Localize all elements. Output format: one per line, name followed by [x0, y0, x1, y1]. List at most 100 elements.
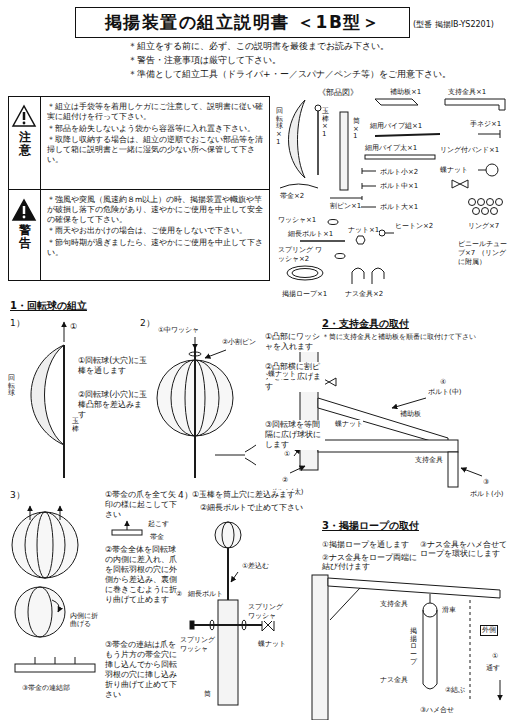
- callout-text: 細用パイプ組×1: [370, 122, 422, 131]
- warning-icon-part: [23, 216, 26, 219]
- title-box: 掲揚装置の組立説明書 ＜1B型＞: [75, 7, 410, 38]
- callout-text: 補助板: [400, 410, 421, 419]
- callout-text: ボルト(小): [470, 490, 503, 499]
- callout-text: ②: [176, 590, 182, 599]
- bracket-illustration-part: [392, 398, 426, 408]
- callout-text: ボルト大×1: [380, 203, 418, 212]
- step1-illustration: [31, 322, 64, 478]
- parts-illustration-part: [372, 268, 384, 284]
- callout-text: ①凸部にワッシャを入れます: [265, 332, 325, 352]
- callout-text: ①掲揚ロープを通します: [322, 540, 409, 549]
- callout-text: 滑車: [442, 606, 456, 615]
- step2-illustration-part: [195, 337, 196, 349]
- parts-illustration-part: [362, 168, 376, 174]
- callout-text: 支持金具: [380, 600, 408, 609]
- warning-icon: [13, 200, 35, 220]
- band-illustration-part: [15, 587, 65, 637]
- callout-text: 起こす: [148, 520, 169, 528]
- warning-icon-part: [13, 200, 35, 220]
- illustration-part: [12, 99, 505, 720]
- callout-text: 通す: [486, 664, 500, 673]
- step2-illustration: [157, 337, 256, 478]
- parts-illustration-part: [486, 164, 498, 176]
- callout-text: ①: [70, 322, 77, 332]
- step2-illustration-part: [194, 345, 196, 478]
- parts-illustration-part: [478, 170, 486, 171]
- bracket-illustration-part: [318, 440, 458, 452]
- callout-text: ナット×1: [348, 226, 379, 235]
- callout-text: ボルト(中): [428, 388, 461, 397]
- callout-text: 蝶ナット: [440, 166, 468, 175]
- parts-illustration-part: [362, 183, 376, 189]
- notice-text: ＊取降し収納する場合は、組立の逆順でおこない部品等を清掃して箱に説明書と一緒に湿…: [47, 135, 264, 164]
- rope-illustration-part: [423, 675, 437, 689]
- step1-illustration-part: [64, 322, 65, 342]
- callout-text: ②帯金全体を回転球の内側に差入れ、爪を回転羽根の穴に外側から差込み、裏側に巻きこ…: [105, 545, 177, 605]
- callout-text: ＊組立をする前に、必ず、この説明書を最後までお読み下さい。: [128, 41, 389, 52]
- rope-illustration-part: [437, 610, 438, 675]
- callout-text: ④: [440, 378, 446, 387]
- callout-text: 内側に折曲げる: [70, 612, 100, 628]
- callout-text: スプリング ワッシャ: [180, 636, 217, 654]
- step2-illustration-part: [189, 352, 201, 356]
- callout-text: ＊警告・注意事項は厳守して下さい。: [128, 55, 281, 66]
- callout-text: ①中ワッシャ: [158, 326, 199, 335]
- band-illustration-part: [60, 506, 61, 520]
- callout-text: 1）: [10, 318, 25, 329]
- heading-column: 警告: [9, 190, 41, 280]
- callout-text: ビニールチューブ×7 （リングに附属）: [458, 240, 510, 266]
- parts-illustration-part: [330, 196, 362, 200]
- callout-text: 手ネジ×1: [470, 120, 501, 129]
- rod-tube-illustration-part: [215, 522, 241, 548]
- callout-text: 筒: [204, 690, 211, 699]
- rod-tube-illustration-part: [218, 600, 238, 705]
- parts-illustration-part: [287, 266, 323, 280]
- rod-tube-illustration-part: [210, 620, 214, 630]
- rod-tube-illustration-part: [222, 522, 234, 548]
- box-heading: 警告: [19, 224, 31, 280]
- callout-text: ②小割ピン: [222, 338, 256, 347]
- callout-text: 帯金×2: [280, 192, 304, 201]
- notice-text: ＊雨天やお出かけの場合は、ご使用をしないで下さい。: [47, 226, 264, 236]
- vertical-label: 回転球×1: [276, 108, 283, 146]
- caution-icon-part: [23, 112, 26, 120]
- callout-text: 4）: [178, 490, 193, 501]
- parts-illustration-part: [491, 208, 498, 215]
- parts-illustration-part: [482, 208, 489, 215]
- step1-illustration-part: [63, 345, 65, 478]
- parts-illustration-part: [375, 134, 440, 136]
- callout-text: リング付バンド×1: [440, 146, 499, 155]
- callout-text: 蝶ナット: [268, 370, 296, 379]
- vertical-label: 玉棒×1: [322, 108, 329, 139]
- callout-text: ボルト小×2: [380, 168, 418, 177]
- rope-illustration-part: [430, 594, 431, 603]
- bracket-illustration-part: [290, 466, 305, 473]
- vertical-label: 回転球: [8, 375, 15, 398]
- parts-illustration-part: [375, 99, 418, 105]
- callout-text: ＊筒に支持金具と補助板を順番に取付けて下さい: [322, 333, 476, 342]
- caution-icon-part: [23, 122, 26, 125]
- step2-illustration-part: [205, 350, 226, 358]
- callout-text: ③帯金の連結部: [22, 684, 70, 693]
- parts-illustration-part: [478, 130, 500, 138]
- callout-text: 2）: [140, 318, 155, 329]
- rope-illustration-part: [330, 588, 360, 620]
- band-illustration-part: [35, 657, 75, 664]
- rod-tube-illustration-part: [227, 548, 229, 605]
- band-illustration-part: [37, 512, 53, 578]
- step2-illustration-part: [215, 445, 256, 465]
- parts-illustration-part: [352, 268, 364, 284]
- callout-text: ヒートン×2: [395, 222, 433, 231]
- parts-illustration-part: [335, 254, 345, 259]
- bracket-illustration-part: [318, 398, 448, 446]
- band-illustration-part: [12, 512, 78, 578]
- callout-text: ①帯金の爪を全て矢印の様に起こして下さい: [105, 490, 180, 520]
- callout-text: ②ナス金具をロープ両端に結び付けます: [322, 553, 417, 572]
- warning-icon-part: [23, 206, 26, 214]
- section-heading: 3・掲揚ロープの取付: [322, 520, 419, 533]
- step1-illustration-part: [31, 345, 64, 445]
- heading-column: 注意: [9, 97, 41, 189]
- caution-icon: [13, 106, 35, 126]
- callout-text: ①: [492, 652, 498, 661]
- notice-text: ＊節句時期が過ぎましたら、速やかにご使用を中止して下さい。: [47, 238, 264, 258]
